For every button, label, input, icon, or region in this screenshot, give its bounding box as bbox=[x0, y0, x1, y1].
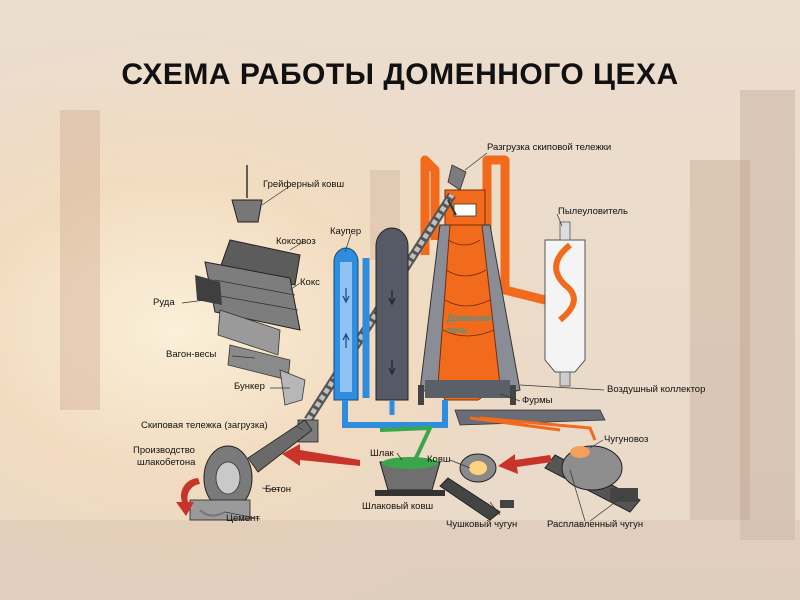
label-iron-car: Чугуновоз bbox=[604, 434, 648, 445]
label-pig-iron: Чушковый чугун bbox=[446, 519, 517, 530]
cowper-stoves bbox=[333, 227, 448, 428]
grab-bucket bbox=[231, 165, 263, 223]
label-cement: Цемент bbox=[226, 513, 260, 524]
flow-arrows bbox=[176, 444, 552, 516]
leader-lines bbox=[181, 152, 626, 522]
slag-ladle bbox=[375, 457, 445, 496]
dust-catcher bbox=[544, 221, 586, 387]
label-air-collector: Воздушный коллектор bbox=[607, 384, 705, 395]
label-bunker: Бункер bbox=[234, 381, 265, 392]
blast-furnace bbox=[418, 224, 521, 405]
slag-concrete-plant bbox=[189, 419, 313, 521]
label-furnace-line1: Доменная bbox=[447, 313, 492, 324]
label-molten-iron: Расплавленный чугун bbox=[547, 519, 643, 530]
label-ladle: Ковш bbox=[427, 454, 451, 465]
label-ore: Руда bbox=[153, 297, 175, 308]
pig-casting-machine bbox=[439, 453, 514, 521]
label-coke: Кокс bbox=[300, 277, 320, 288]
label-cowper: Каупер bbox=[330, 226, 361, 237]
label-tuyeres: Фурмы bbox=[522, 395, 553, 406]
label-skip-car: Скиповая тележка (загрузка) bbox=[141, 420, 268, 431]
slide-title: СХЕМА РАБОТЫ ДОМЕННОГО ЦЕХА bbox=[121, 58, 679, 91]
iron-car bbox=[544, 445, 641, 513]
label-dust-catcher: Пылеуловитель bbox=[558, 206, 628, 217]
label-weigh-car: Вагон-весы bbox=[166, 349, 217, 360]
label-coke-car: Коксовоз bbox=[276, 236, 316, 247]
label-concrete: Бетон bbox=[265, 484, 291, 495]
label-slag-ladle: Шлаковый ковш bbox=[362, 501, 433, 512]
slag-channel bbox=[379, 416, 561, 461]
label-skip-unload: Разгрузка скиповой тележки bbox=[487, 142, 611, 153]
label-slag: Шлак bbox=[370, 448, 395, 459]
charging-bins bbox=[195, 239, 319, 443]
label-slag-concrete-line1: Производство bbox=[133, 445, 195, 456]
label-slag-concrete-line2: шлакобетона bbox=[137, 457, 196, 468]
label-furnace-line2: печь bbox=[447, 325, 467, 336]
label-grab-bucket: Грейферный ковш bbox=[263, 179, 344, 190]
